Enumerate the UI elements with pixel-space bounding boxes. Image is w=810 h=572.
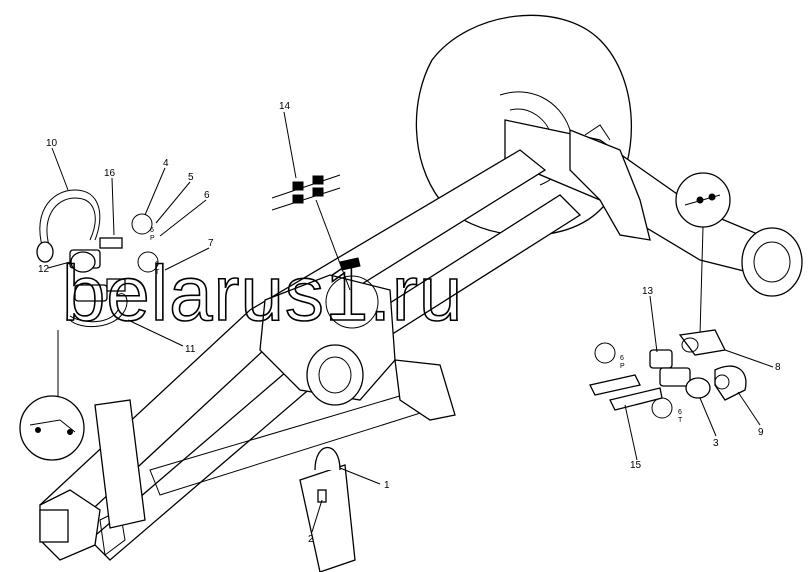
marks: 6 P 6 T 6 P 6 T [150, 227, 683, 424]
callout-3: 3 [713, 438, 719, 449]
callouts: 1 2 3 4 5 6 7 8 9 10 11 12 13 14 15 16 [38, 101, 781, 545]
callout-2: 2 [308, 534, 314, 545]
mark-P: P [150, 235, 155, 242]
callout-9: 9 [758, 427, 764, 438]
mark-T: T [155, 269, 160, 276]
mark-6: 6 [150, 227, 154, 234]
mark-rT: T [678, 417, 683, 424]
callout-1: 1 [384, 480, 390, 491]
mark-6b: 6 [155, 261, 159, 268]
callout-13: 13 [642, 286, 654, 297]
stand [299, 446, 356, 572]
mark-rP: P [620, 363, 625, 370]
leader-lines [47, 147, 774, 533]
callout-16: 16 [104, 168, 116, 179]
inset-left [19, 330, 85, 461]
callout-7: 7 [208, 238, 214, 249]
mark-r6: 6 [620, 355, 624, 362]
fittings-14 [271, 111, 361, 291]
rear-axle [504, 119, 803, 297]
callout-14: 14 [279, 101, 291, 112]
callout-12: 12 [38, 264, 50, 275]
center-assembly [259, 274, 456, 421]
mark-r6b: 6 [678, 409, 682, 416]
watermark: belarus1.ru [62, 249, 463, 337]
callout-5: 5 [188, 172, 194, 183]
callout-8: 8 [775, 362, 781, 373]
callout-10: 10 [46, 138, 58, 149]
hose-kit-right [589, 329, 747, 419]
callout-4: 4 [163, 158, 169, 169]
hose-kit-left [36, 189, 159, 328]
callout-6: 6 [204, 190, 210, 201]
left-post [94, 399, 146, 529]
inset-right [675, 172, 731, 336]
callout-11: 11 [185, 344, 196, 355]
callout-15: 15 [630, 460, 642, 471]
